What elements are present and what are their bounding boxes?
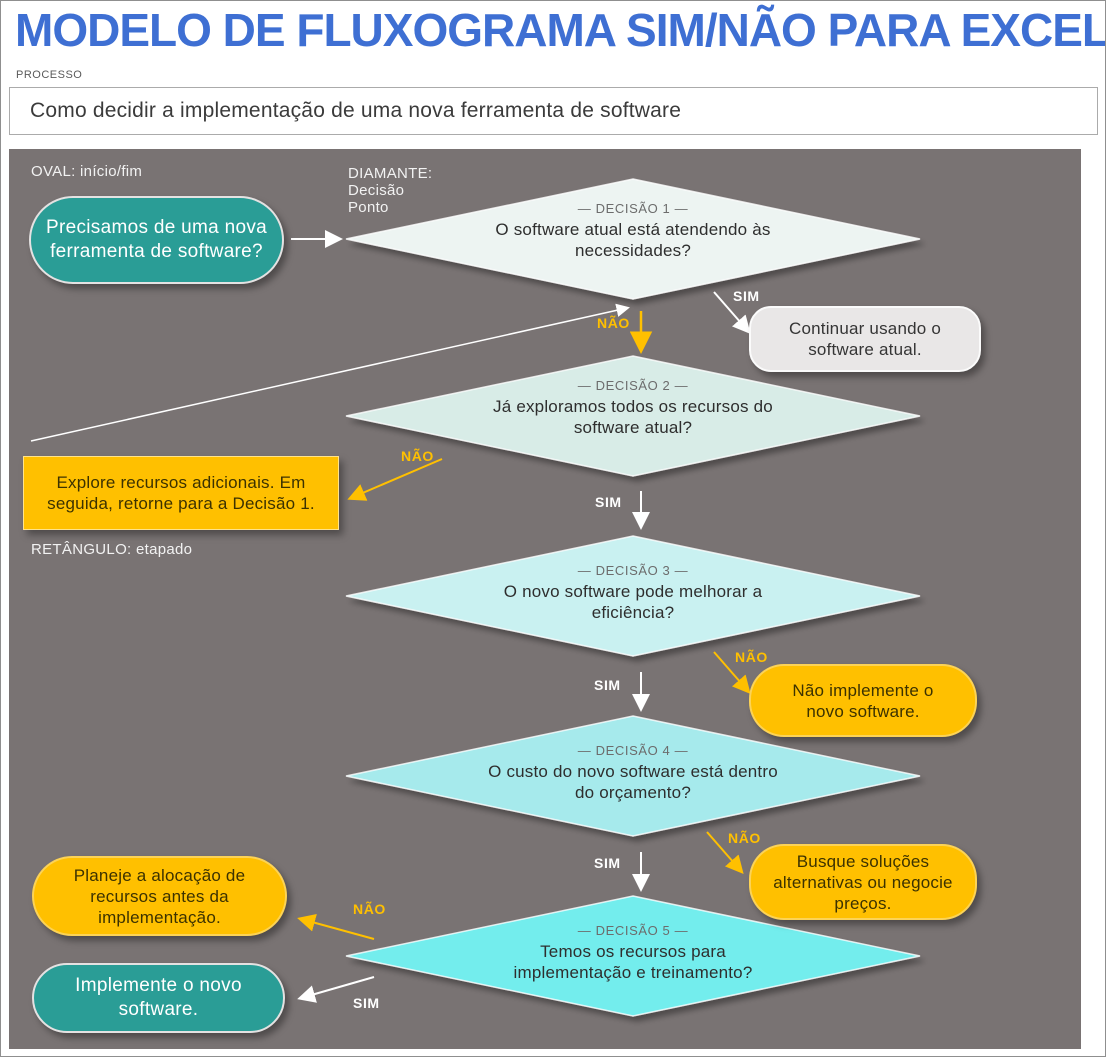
decision-3-diamond[interactable] xyxy=(345,535,921,657)
start-oval[interactable]: Precisamos de uma nova ferramenta de sof… xyxy=(29,196,284,284)
arrow-decision4-no xyxy=(706,831,744,875)
arrow-decision2-no xyxy=(347,458,443,501)
dont-implement-text: Não implemente o novo software. xyxy=(792,680,934,721)
seek-alternatives-text: Busque soluções alternativas ou negocie … xyxy=(773,851,953,913)
arrow-decision3-no xyxy=(713,651,751,695)
continue-current-box[interactable]: Continuar usando o software atual. xyxy=(749,306,981,372)
implement-text: Implemente o novo software. xyxy=(75,975,242,1020)
decision-2-diamond[interactable] xyxy=(345,355,921,477)
arrow-decision5-yes xyxy=(297,976,375,1003)
page-title: MODELO DE FLUXOGRAMA SIM/NÃO PARA EXCEL xyxy=(15,4,1106,56)
decision-3-yes-label: SIM xyxy=(594,677,621,693)
explore-resources-text: Explore recursos adicionais. Em seguida,… xyxy=(47,473,315,513)
decision-1-no-label: NÃO xyxy=(597,315,630,331)
legend-rectangle-label: RETÂNGULO: etapado xyxy=(31,541,193,558)
start-oval-text: Precisamos de uma nova ferramenta de sof… xyxy=(46,217,267,262)
decision-2-no-label: NÃO xyxy=(401,448,434,464)
legend-diamond-label: DIAMANTE: Decisão Ponto xyxy=(348,165,433,216)
decision-5-diamond[interactable] xyxy=(345,895,921,1017)
dont-implement-box[interactable]: Não implemente o novo software. xyxy=(749,664,977,737)
flowchart-canvas: OVAL: início/fim DIAMANTE: Decisão Ponto… xyxy=(9,149,1081,1049)
plan-allocation-oval[interactable]: Planeje a alocação de recursos antes da … xyxy=(32,856,287,936)
decision-5-yes-label: SIM xyxy=(353,995,380,1011)
flow-shapes-layer xyxy=(30,178,921,1017)
legend-oval-label: OVAL: início/fim xyxy=(31,163,143,180)
explore-resources-rect[interactable]: Explore recursos adicionais. Em seguida,… xyxy=(23,456,339,530)
decision-3-no-label: NÃO xyxy=(735,649,768,665)
process-value: Como decidir a implementação de uma nova… xyxy=(30,99,682,122)
arrow-return-to-decision1 xyxy=(30,303,630,442)
implement-oval[interactable]: Implemente o novo software. xyxy=(32,963,285,1033)
plan-allocation-text: Planeje a alocação de recursos antes da … xyxy=(73,865,246,927)
arrow-decision5-no xyxy=(297,914,375,940)
continue-current-text: Continuar usando o software atual. xyxy=(789,319,941,359)
decision-5-no-label: NÃO xyxy=(353,901,386,917)
decision-2-yes-label: SIM xyxy=(595,494,622,510)
process-label: PROCESSO xyxy=(16,69,83,81)
decision-1-yes-label: SIM xyxy=(733,288,760,304)
seek-alternatives-box[interactable]: Busque soluções alternativas ou negocie … xyxy=(749,844,977,920)
decision-4-no-label: NÃO xyxy=(728,830,761,846)
process-input[interactable]: Como decidir a implementação de uma nova… xyxy=(9,87,1098,135)
decision-4-diamond[interactable] xyxy=(345,715,921,837)
arrow-decision1-yes xyxy=(713,291,751,335)
decision-1-diamond[interactable] xyxy=(345,178,921,300)
decision-4-yes-label: SIM xyxy=(594,855,621,871)
